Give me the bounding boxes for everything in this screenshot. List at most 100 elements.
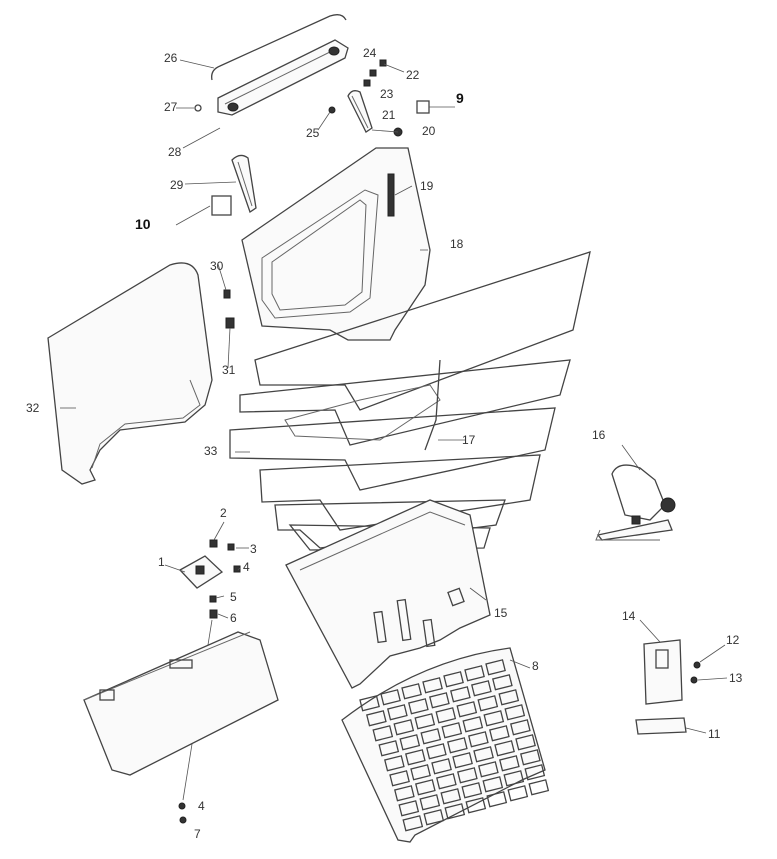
callout-8: 8	[532, 659, 539, 673]
grid-cell	[378, 740, 400, 757]
callout-26: 26	[164, 51, 178, 65]
callout-5: 5	[230, 590, 237, 604]
hardware-5-6	[209, 595, 218, 619]
part-29-side-strip	[231, 154, 257, 214]
callout-14: 14	[622, 609, 636, 623]
part-8-grid-mat	[341, 647, 550, 843]
callout-24: 24	[363, 46, 377, 60]
grid-cell	[384, 755, 405, 772]
grid-cell	[504, 704, 526, 721]
grid-cell	[471, 680, 492, 697]
grid-cell	[510, 719, 531, 736]
grid-cell	[436, 773, 457, 790]
part-18-rear-panel	[241, 147, 431, 341]
part-12-13-hardware	[690, 661, 701, 684]
grid-cell	[528, 779, 550, 796]
grid-cell	[401, 683, 422, 700]
part-26-seal-strip	[211, 14, 347, 81]
callout-21: 21	[382, 108, 396, 122]
grid-cell	[461, 782, 483, 799]
leader-lines	[60, 59, 728, 734]
callout-11: 11	[708, 727, 721, 741]
grid-cell	[405, 749, 426, 766]
grid-cell	[429, 692, 450, 709]
grid-cell	[464, 665, 485, 682]
part-1-switch-block	[178, 555, 224, 589]
grid-cell	[415, 779, 436, 796]
grid-cell	[507, 785, 529, 802]
grid-cell	[366, 710, 387, 727]
grid-cell	[393, 719, 415, 736]
callout-15: 15	[494, 606, 508, 620]
part-27-clip	[194, 104, 202, 112]
grid-cell	[435, 707, 457, 724]
part-20-bolt	[371, 127, 403, 137]
grid-cell	[426, 743, 447, 760]
callout-2: 2	[220, 506, 227, 520]
grid-cell	[414, 713, 436, 730]
callout-6: 6	[230, 611, 237, 625]
grid-cell	[473, 746, 494, 763]
grid-cell	[515, 734, 536, 751]
hardware-2-3-4	[209, 539, 241, 573]
grid-cell	[443, 671, 464, 688]
grid-cell	[450, 686, 471, 703]
grid-cell	[441, 722, 463, 739]
callout-7: 7	[194, 827, 201, 841]
callout-30: 30	[210, 259, 224, 273]
grid-cell	[462, 716, 484, 733]
callout-12: 12	[726, 633, 740, 647]
grid-cell	[478, 761, 499, 778]
callout-1: 1	[158, 555, 165, 569]
console-box	[83, 631, 279, 776]
callout-25: 25	[306, 126, 320, 140]
grid-cell	[440, 788, 462, 805]
grid-cell	[465, 797, 487, 814]
grid-cell	[372, 725, 394, 742]
callout-18: 18	[450, 237, 464, 251]
callout-28: 28	[168, 145, 182, 159]
grid-cell	[499, 755, 520, 772]
grid-cell	[419, 794, 441, 811]
callout-17: 17	[462, 433, 476, 447]
callout-23: 23	[380, 87, 394, 101]
grid-cell	[398, 800, 420, 817]
callout-32: 32	[26, 401, 40, 415]
part-28-window-frame	[217, 39, 349, 116]
grid-cell	[452, 752, 473, 769]
part-31-fastener	[225, 317, 235, 329]
grid-cell	[422, 677, 443, 694]
part-9-reference-box	[416, 100, 455, 114]
part-14-bracket	[643, 639, 683, 705]
part-15-floor-mat	[285, 499, 491, 689]
grid-cell	[423, 809, 445, 826]
part-21-bracket	[347, 90, 373, 133]
part-17-rod	[424, 359, 465, 451]
grid-cell	[468, 731, 489, 748]
callout-10: 10	[135, 216, 151, 232]
grid-cell	[485, 659, 506, 676]
grid-cell	[492, 674, 513, 691]
grid-cell	[520, 749, 541, 766]
grid-cell	[494, 740, 515, 757]
callout-29: 29	[170, 178, 184, 192]
grid-cell	[477, 695, 499, 712]
part-33-floor-plates	[229, 251, 591, 551]
part-30-fastener	[223, 289, 231, 299]
callout-27: 27	[164, 100, 178, 114]
callout-labels: 1 2 3 4 5 6 4 7 8 9 10 11 12 13 14 15 16…	[26, 46, 743, 841]
part-32-side-panel	[47, 262, 213, 485]
hardware-22-23-24	[363, 59, 387, 87]
grid-cell	[359, 695, 380, 712]
grid-cell	[394, 785, 415, 802]
callout-13: 13	[729, 671, 743, 685]
callout-20: 20	[422, 124, 436, 138]
grid-cell	[420, 728, 442, 745]
grid-cell	[483, 710, 505, 727]
grid-cell	[486, 791, 508, 808]
part-11-pad	[635, 717, 687, 735]
grid-cell	[457, 767, 478, 784]
callout-16: 16	[592, 428, 606, 442]
grid-cell	[408, 698, 429, 715]
